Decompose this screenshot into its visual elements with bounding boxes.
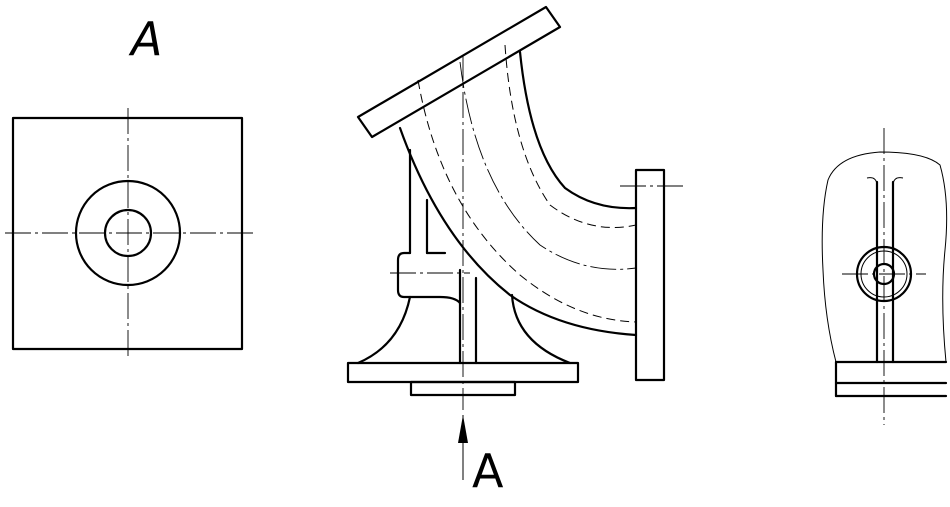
bore-hidden-line-inner: [504, 44, 637, 228]
bore-hidden-line-outer: [417, 79, 637, 323]
bend-centerline: [459, 61, 637, 270]
side-view: [821, 128, 948, 425]
side-view-break-line: [821, 151, 948, 363]
side-rib-right-fillet: [892, 177, 904, 187]
right-flange: [634, 168, 666, 382]
front-view: A: [346, 5, 684, 498]
elbow-inner-curve: [518, 50, 638, 210]
side-rib-left-fillet: [866, 177, 878, 187]
elbow-outer-curve: [398, 126, 638, 337]
base-flare-left: [356, 295, 412, 365]
view-a-label: A: [128, 12, 162, 66]
base-flare-right: [510, 293, 572, 365]
side-boss: [396, 251, 462, 305]
view-arrow-head: [458, 415, 468, 443]
view-a-outer-circle: [74, 179, 182, 287]
view-a: A: [5, 12, 255, 358]
view-arrow-label: A: [472, 444, 504, 498]
top-flange: [356, 5, 562, 139]
view-a-square-flange: [11, 116, 244, 351]
